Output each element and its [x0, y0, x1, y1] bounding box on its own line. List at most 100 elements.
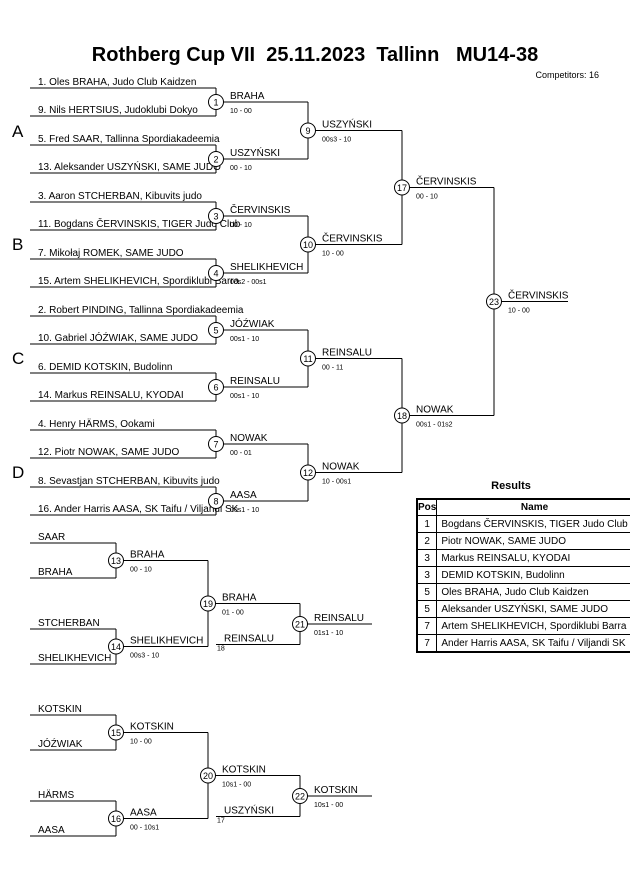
match-9-circle-number: 9	[305, 126, 310, 136]
results-pos: 5	[416, 583, 438, 601]
match-15-circle	[108, 724, 124, 741]
match-5-score: 00s1 - 10	[230, 336, 259, 343]
entrant-name: 5. Fred SAAR, Tallinna Spordiakadeemia	[38, 134, 220, 145]
match-4-score: 00s2 - 00s1	[230, 279, 267, 286]
loser-source: 17	[217, 818, 225, 825]
match-6-circle-number: 6	[213, 383, 218, 393]
repechage-entrant: SHELIKHEVICH	[38, 653, 111, 664]
match-18-circle-number: 18	[397, 411, 407, 421]
match-23-circle	[486, 293, 502, 310]
page-title: Rothberg Cup VII 25.11.2023 Tallinn MU14…	[91, 44, 539, 66]
results-name: DEMID KOTSKIN, Budolinn	[436, 566, 630, 584]
match-14-circle	[108, 638, 124, 655]
match-8-circle	[208, 493, 224, 509]
match-13-score: 00 - 10	[130, 567, 152, 574]
competitor-count: Competitors: 16	[535, 70, 599, 80]
match-7-circle	[208, 436, 224, 452]
repechage-entrant: HÄRMS	[38, 789, 74, 801]
entrant-name: 11. Bogdans ČERVINSKIS, TIGER Judo Club	[38, 217, 241, 230]
match-21-circle-number: 21	[295, 620, 305, 630]
match-6-score: 00s1 - 10	[230, 393, 259, 400]
entrant-name: 6. DEMID KOTSKIN, Budolinn	[38, 362, 173, 373]
match-17-circle	[394, 179, 410, 196]
match-18-score: 00s1 - 01s2	[416, 422, 453, 429]
match-7-circle-number: 7	[213, 440, 218, 450]
match-11-score: 00 - 11	[322, 365, 343, 372]
match-3-circle	[208, 208, 224, 224]
match-21-winner: REINSALU	[314, 613, 364, 624]
match-22-score: 10s1 - 00	[314, 802, 343, 809]
results-pos: 1	[416, 515, 438, 533]
match-19-score: 01 - 00	[222, 610, 244, 617]
match-11-circle-number: 11	[303, 354, 312, 364]
match-15-winner: KOTSKIN	[130, 722, 174, 733]
match-23-winner: ČERVINSKIS	[508, 289, 569, 302]
match-19-circle-number: 19	[203, 599, 213, 609]
match-16-score: 00 - 10s1	[130, 825, 159, 832]
match-1-circle-number: 1	[213, 98, 218, 108]
match-1-circle	[208, 94, 224, 110]
match-3-score: 00 - 10	[230, 222, 252, 229]
match-20-score: 10s1 - 00	[222, 782, 251, 789]
results-name: Oles BRAHA, Judo Club Kaidzen	[436, 583, 630, 601]
match-6-circle	[208, 379, 224, 395]
repechage-entrant: BRAHA	[38, 567, 73, 578]
results-name: Markus REINSALU, KYODAI	[436, 549, 630, 567]
match-2-winner: USZYŃSKI	[230, 146, 280, 159]
match-2-circle-number: 2	[213, 155, 218, 165]
match-2-circle	[208, 151, 224, 167]
entrant-name: 1. Oles BRAHA, Judo Club Kaidzen	[38, 77, 196, 88]
results-pos: 7	[416, 634, 438, 653]
results-pos: 3	[416, 549, 438, 567]
results-pos: 5	[416, 600, 438, 618]
entrant-name: 8. Sevastjan STCHERBAN, Kibuvits judo	[38, 476, 220, 487]
match-8-score: 00s1 - 10	[230, 507, 259, 514]
match-14-score: 00s3 - 10	[130, 653, 159, 660]
match-10-score: 10 - 00	[322, 251, 344, 258]
entrant-name: 3. Aaron STCHERBAN, Kibuvits judo	[38, 191, 202, 202]
match-21-circle	[292, 616, 308, 632]
pool-label: A	[12, 122, 24, 141]
results-name: Aleksander USZYŃSKI, SAME JUDO	[436, 600, 630, 618]
entrant-name: 12. Piotr NOWAK, SAME JUDO	[38, 447, 180, 458]
match-22-circle-number: 22	[295, 792, 305, 802]
match-19-winner: BRAHA	[222, 593, 257, 604]
entrant-name: 9. Nils HERTSIUS, Judoklubi Dokyo	[38, 105, 198, 116]
entrant-name: 2. Robert PINDING, Tallinna Spordiakadee…	[38, 305, 244, 316]
match-18-circle	[394, 407, 410, 424]
match-10-circle-number: 10	[303, 240, 313, 250]
match-17-winner: ČERVINSKIS	[416, 175, 477, 188]
match-12-winner: NOWAK	[322, 462, 360, 473]
results-pos: 7	[416, 617, 438, 635]
entrant-name: 10. Gabriel JÓŹWIAK, SAME JUDO	[38, 331, 198, 344]
match-8-circle-number: 8	[213, 497, 218, 507]
results-header-row: Pos Name	[416, 498, 630, 516]
match-13-circle-number: 13	[111, 556, 121, 566]
match-11-circle	[300, 350, 316, 367]
pool-label: C	[12, 349, 24, 368]
match-14-circle-number: 14	[111, 642, 121, 652]
loser-name: REINSALU	[224, 634, 274, 645]
match-3-winner: ČERVINSKIS	[230, 203, 291, 216]
match-19-circle	[200, 595, 216, 612]
entrant-name: 13. Aleksander USZYŃSKI, SAME JUDO	[38, 160, 221, 173]
match-6-winner: REINSALU	[230, 376, 280, 387]
match-9-score: 00s3 - 10	[322, 137, 351, 144]
entrant-name: 15. Artem SHELIKHEVICH, Spordiklubi Barr…	[38, 276, 240, 287]
match-3-circle-number: 3	[213, 212, 218, 222]
match-20-circle	[200, 767, 216, 784]
match-13-winner: BRAHA	[130, 550, 165, 561]
match-5-circle-number: 5	[213, 326, 218, 336]
results-title: Results	[491, 480, 531, 492]
match-23-circle-number: 23	[489, 297, 499, 307]
match-15-circle-number: 15	[111, 728, 121, 738]
match-7-score: 00 - 01	[230, 450, 252, 457]
